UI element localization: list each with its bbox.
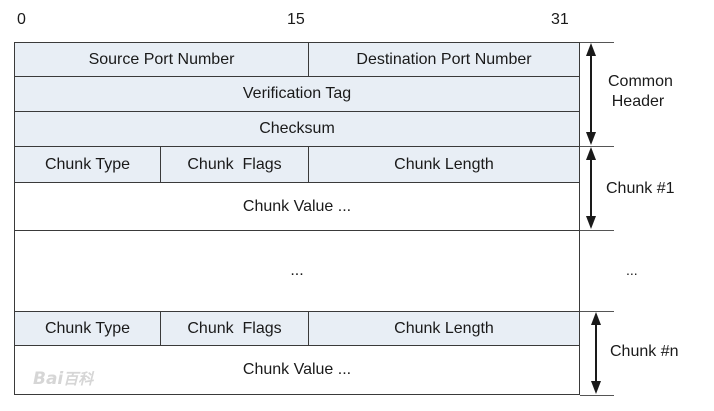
chunkn-arrow bbox=[591, 312, 601, 394]
bit-label-15: 15 bbox=[287, 11, 305, 28]
chunk1-label: Chunk #1 bbox=[606, 180, 675, 197]
bracket-tick bbox=[580, 395, 614, 396]
common-header-label-line2: Header bbox=[611, 93, 665, 110]
bracket-tick bbox=[580, 311, 614, 312]
bracket-tick bbox=[580, 42, 614, 43]
bit-label-0: 0 bbox=[17, 11, 26, 28]
chunks-gap: ... bbox=[14, 230, 580, 312]
chunkn-length-field: Chunk Length bbox=[308, 311, 580, 346]
chunk1-arrow bbox=[586, 147, 596, 229]
chunkn-type-field: Chunk Type bbox=[14, 311, 161, 346]
bit-label-31: 31 bbox=[551, 11, 569, 28]
bracket-tick bbox=[580, 146, 614, 147]
chunk1-type-field: Chunk Type bbox=[14, 146, 161, 183]
common-header-label: Common Header bbox=[608, 73, 673, 110]
checksum-field: Checksum bbox=[14, 111, 580, 147]
gap-ellipsis: ... bbox=[290, 262, 304, 279]
chunkn-value-field: Chunk Value ... bbox=[14, 345, 580, 395]
watermark-logo: Bai百科 bbox=[33, 369, 94, 389]
chunkn-label: Chunk #n bbox=[610, 343, 679, 360]
verification-tag-field: Verification Tag bbox=[14, 76, 580, 112]
side-ellipsis: ... bbox=[626, 262, 638, 278]
destination-port-field: Destination Port Number bbox=[308, 42, 580, 77]
common-header-arrow bbox=[586, 43, 596, 145]
chunk1-length-field: Chunk Length bbox=[308, 146, 580, 183]
bracket-tick bbox=[580, 230, 614, 231]
common-header-label-line1: Common bbox=[608, 73, 673, 90]
source-port-field: Source Port Number bbox=[14, 42, 309, 77]
chunk1-flags-field: Chunk Flags bbox=[160, 146, 309, 183]
bracket-arrows-svg bbox=[586, 43, 601, 394]
chunkn-flags-field: Chunk Flags bbox=[160, 311, 309, 346]
chunk1-value-field: Chunk Value ... bbox=[14, 182, 580, 231]
